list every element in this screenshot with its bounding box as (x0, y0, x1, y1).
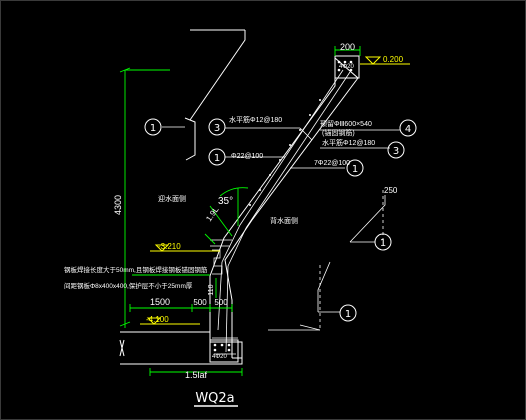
callout-1e: 1 (345, 309, 351, 320)
callout-1b: 1 (214, 153, 220, 164)
dim-110: 110 (208, 284, 215, 295)
rebar-dots (213, 60, 353, 352)
callout-1a: 1 (150, 123, 156, 134)
callout-3a: 3 (214, 123, 220, 134)
callout-bubbles (144, 118, 417, 322)
dim-side-250: 250 (384, 186, 398, 195)
rebar-ties-b: 7Φ22@100 (314, 160, 350, 167)
dim-anchor: 1.5laf (185, 370, 208, 380)
face-inner: 背水面侧 (270, 216, 298, 225)
face-outer: 迎水面侧 (158, 194, 186, 203)
level-labels: 0.200 -3.210 -4.100 (146, 55, 404, 324)
dim-base: 1500 (150, 297, 170, 307)
level-top: 0.200 (383, 55, 404, 64)
rebar-bottom-bars: 4Φ20 (212, 354, 227, 360)
rebar-lines (212, 69, 351, 355)
leader-lines (162, 126, 400, 331)
rebar-anchor: 预留ΦⅢ600×540 (320, 119, 372, 128)
title-block: WQ2a (194, 391, 238, 407)
dimension-lines (119, 46, 361, 376)
callout-1c: 1 (352, 164, 358, 175)
note-line-2: 间距钢板Φ8x400x400,保护层不小于25mm厚 (64, 281, 193, 290)
rebar-ties: Φ22@100 (231, 153, 263, 160)
dim-angle: 35° (218, 196, 233, 207)
labels: 200 4Φ20 水平筋Φ12@180 预留ΦⅢ600×540 (锚固钢筋) 水… (64, 42, 398, 360)
rebar-top-bars: 4Φ20 (339, 64, 354, 70)
drawing-title: WQ2a (195, 391, 234, 406)
callout-3b: 3 (393, 146, 399, 157)
level-markers (140, 56, 410, 325)
callout-numbers: 1 3 1 4 3 1 1 1 (150, 123, 411, 320)
rebar-horiz-a: 水平筋Φ12@180 (229, 115, 282, 124)
wall-outline (119, 29, 360, 365)
callout-4: 4 (405, 124, 411, 135)
rebar-anchor-sub: (锚固钢筋) (322, 128, 355, 137)
dim-height: 4300 (113, 195, 123, 215)
dim-500a: 500 (193, 298, 207, 307)
level-bottom: -4.100 (146, 315, 169, 324)
dim-l-label: 1.9L (204, 205, 221, 223)
callout-1d: 1 (380, 238, 386, 249)
dim-top-width: 200 (340, 42, 355, 52)
note-line-1: 钢板焊接长度大于50mm,且钢板焊接钢板锚固钢筋 (64, 265, 208, 274)
level-mid: -3.210 (158, 242, 181, 251)
rebar-horiz-b: 水平筋Φ12@180 (322, 138, 375, 147)
dim-500b: 500 (214, 298, 228, 307)
